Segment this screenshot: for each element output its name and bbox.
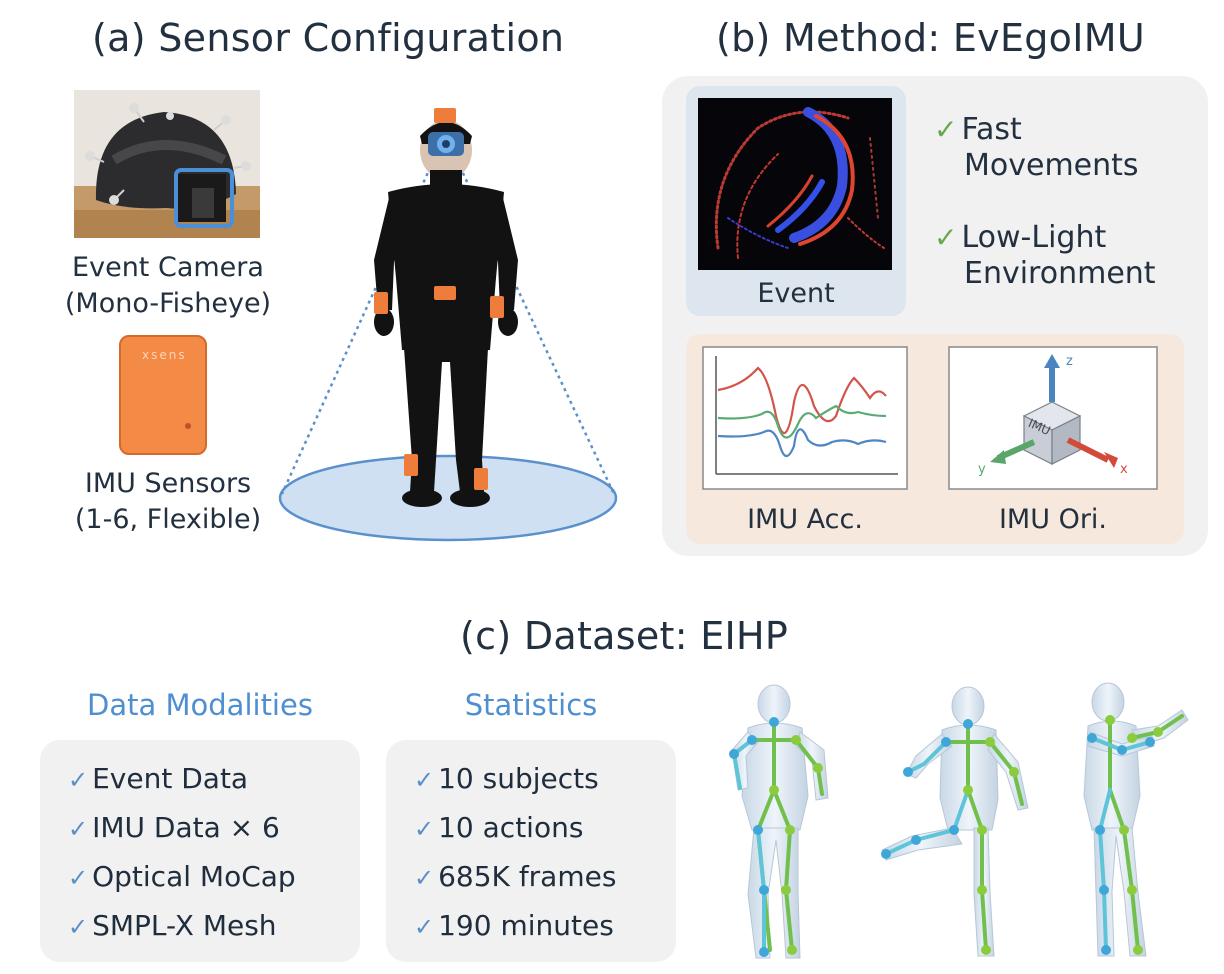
statistics-panel: ✓10 subjects ✓10 actions ✓685K frames ✓1… (386, 740, 676, 962)
check-icon: ✓ (414, 864, 435, 892)
check-icon: ✓ (934, 221, 958, 254)
modalities-list: ✓Event Data ✓IMU Data × 6 ✓Optical MoCap… (40, 740, 360, 950)
check-icon: ✓ (414, 815, 435, 843)
section-b-title: (b) Method: EvEgoIMU (716, 16, 1145, 60)
feature-fast-line1: Fast (961, 112, 1022, 147)
check-icon: ✓ (68, 815, 89, 843)
modality-text: IMU Data × 6 (92, 811, 280, 844)
statistic-text: 10 actions (438, 811, 584, 844)
person-sensor-setup (270, 100, 630, 550)
imu-sensor-markers (374, 108, 504, 490)
smplx-mesh-figures (712, 680, 1212, 970)
imu-sensors-label-line1: IMU Sensors (84, 468, 252, 499)
imu-brand-text: xsens (142, 348, 187, 362)
list-item: ✓10 subjects (414, 754, 676, 803)
imu-ori-label: IMU Ori. (998, 504, 1108, 535)
statistics-heading: Statistics (464, 688, 598, 722)
event-camera-label: Event Camera (Mono-Fisheye) (38, 250, 298, 322)
check-icon: ✓ (68, 913, 89, 941)
feature-low-light: ✓Low-Light Environment (934, 220, 1156, 292)
list-item: ✓190 minutes (414, 901, 676, 950)
event-label: Event (757, 278, 835, 309)
section-a-title: (a) Sensor Configuration (92, 16, 565, 60)
imu-acc-plot (702, 346, 908, 490)
check-icon: ✓ (934, 113, 958, 146)
check-icon: ✓ (414, 913, 435, 941)
modalities-panel: ✓Event Data ✓IMU Data × 6 ✓Optical MoCap… (40, 740, 360, 962)
list-item: ✓Optical MoCap (68, 852, 360, 901)
axis-x-label: x (1120, 462, 1128, 477)
check-icon: ✓ (68, 766, 89, 794)
list-item: ✓10 actions (414, 803, 676, 852)
modality-text: Event Data (92, 762, 249, 795)
mesh-figure-2 (881, 686, 1029, 957)
event-camera-label-line2: (Mono-Fisheye) (64, 288, 272, 319)
check-icon: ✓ (414, 766, 435, 794)
imu-sensor-device: xsens (118, 334, 210, 458)
mesh-figure-1 (729, 684, 829, 959)
event-camera-label-line1: Event Camera (72, 252, 264, 283)
check-icon: ✓ (68, 864, 89, 892)
feature-fast-movements: ✓Fast Movements (934, 112, 1139, 184)
modality-text: Optical MoCap (92, 860, 296, 893)
mesh-figure-3 (1083, 682, 1189, 957)
imu-sensors-label: IMU Sensors (1-6, Flexible) (38, 466, 298, 538)
section-c-title: (c) Dataset: EIHP (460, 614, 789, 658)
floor-ellipse (278, 454, 618, 542)
modalities-heading: Data Modalities (87, 688, 313, 722)
helmet-camera-photo (74, 90, 260, 238)
statistics-list: ✓10 subjects ✓10 actions ✓685K frames ✓1… (386, 740, 676, 950)
imu-acc-label: IMU Acc. (747, 504, 863, 535)
feature-fast-line2: Movements (964, 148, 1139, 183)
axis-y-label: y (978, 462, 986, 477)
imu-ori-plot: IMU z x y (948, 346, 1158, 490)
list-item: ✓SMPL-X Mesh (68, 901, 360, 950)
statistic-text: 10 subjects (438, 762, 599, 795)
statistic-text: 190 minutes (438, 909, 614, 942)
modality-text: SMPL-X Mesh (92, 909, 277, 942)
list-item: ✓685K frames (414, 852, 676, 901)
imu-sensors-label-line2: (1-6, Flexible) (74, 504, 262, 535)
list-item: ✓IMU Data × 6 (68, 803, 360, 852)
event-frame-image (698, 98, 892, 270)
axis-z-label: z (1066, 354, 1073, 369)
feature-lowlight-line2: Environment (964, 256, 1156, 291)
list-item: ✓Event Data (68, 754, 360, 803)
statistic-text: 685K frames (438, 860, 617, 893)
feature-lowlight-line1: Low-Light (961, 220, 1107, 255)
